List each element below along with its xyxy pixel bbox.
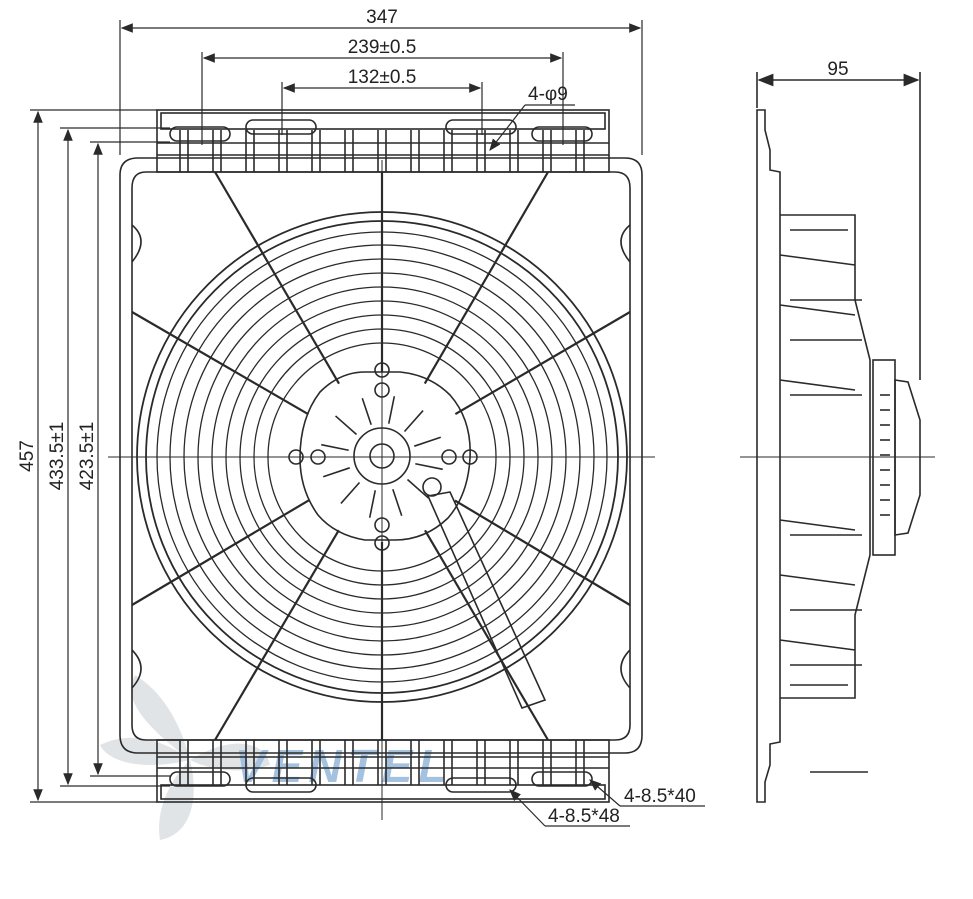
side-view <box>740 72 935 803</box>
side-blade <box>779 639 862 666</box>
hub-rib <box>406 478 429 499</box>
dim-slot-1: 4-8.5*40 <box>624 786 696 807</box>
side-blade <box>779 379 862 396</box>
front-dimension-labels: 347 239±0.5 132±0.5 4-φ9 457 433.5±1 423… <box>17 7 696 827</box>
dim-width-overall: 347 <box>366 7 398 28</box>
top-bracket <box>156 109 610 173</box>
side-blade <box>779 304 862 341</box>
hub-rib <box>415 462 443 471</box>
dim-height-mid: 433.5±1 <box>47 422 68 491</box>
hub-rib <box>403 410 424 433</box>
dim-hole-callout: 4-φ9 <box>528 84 568 105</box>
guard-spoke <box>424 529 549 741</box>
dim-slot-2: 4-8.5*48 <box>548 806 620 827</box>
shroud-frame <box>119 157 643 754</box>
guard-spoke <box>454 311 631 416</box>
dim-hole-spacing-inner: 132±0.5 <box>348 67 417 88</box>
motor-hub <box>288 362 547 709</box>
hub-rib <box>361 397 372 426</box>
side-blade <box>779 519 862 536</box>
guard-spoke <box>131 311 310 416</box>
dim-height-inner: 423.5±1 <box>77 422 98 491</box>
dim-height-overall: 457 <box>17 440 38 472</box>
guard-spoke <box>131 499 310 606</box>
guard-spoke <box>214 171 340 385</box>
hub-rib <box>413 436 442 447</box>
hub-rib <box>321 443 349 452</box>
guard-spoke <box>214 529 340 741</box>
hub-rib <box>335 415 358 436</box>
hub-rib <box>340 481 361 504</box>
side-blade <box>779 254 862 301</box>
front-view <box>108 109 655 820</box>
bottom-bracket <box>156 739 610 803</box>
hub-rib <box>387 396 396 424</box>
hub-rib <box>392 488 403 517</box>
guard-spoke <box>454 499 631 606</box>
guard-spoke <box>423 171 549 385</box>
hub-rib <box>322 467 351 478</box>
side-blade <box>779 574 862 611</box>
hub-rib <box>368 490 377 518</box>
guard-spokes <box>131 171 631 741</box>
dim-hole-spacing-outer: 239±0.5 <box>348 37 417 58</box>
dim-depth: 95 <box>827 59 848 80</box>
front-dimensions <box>30 20 705 827</box>
